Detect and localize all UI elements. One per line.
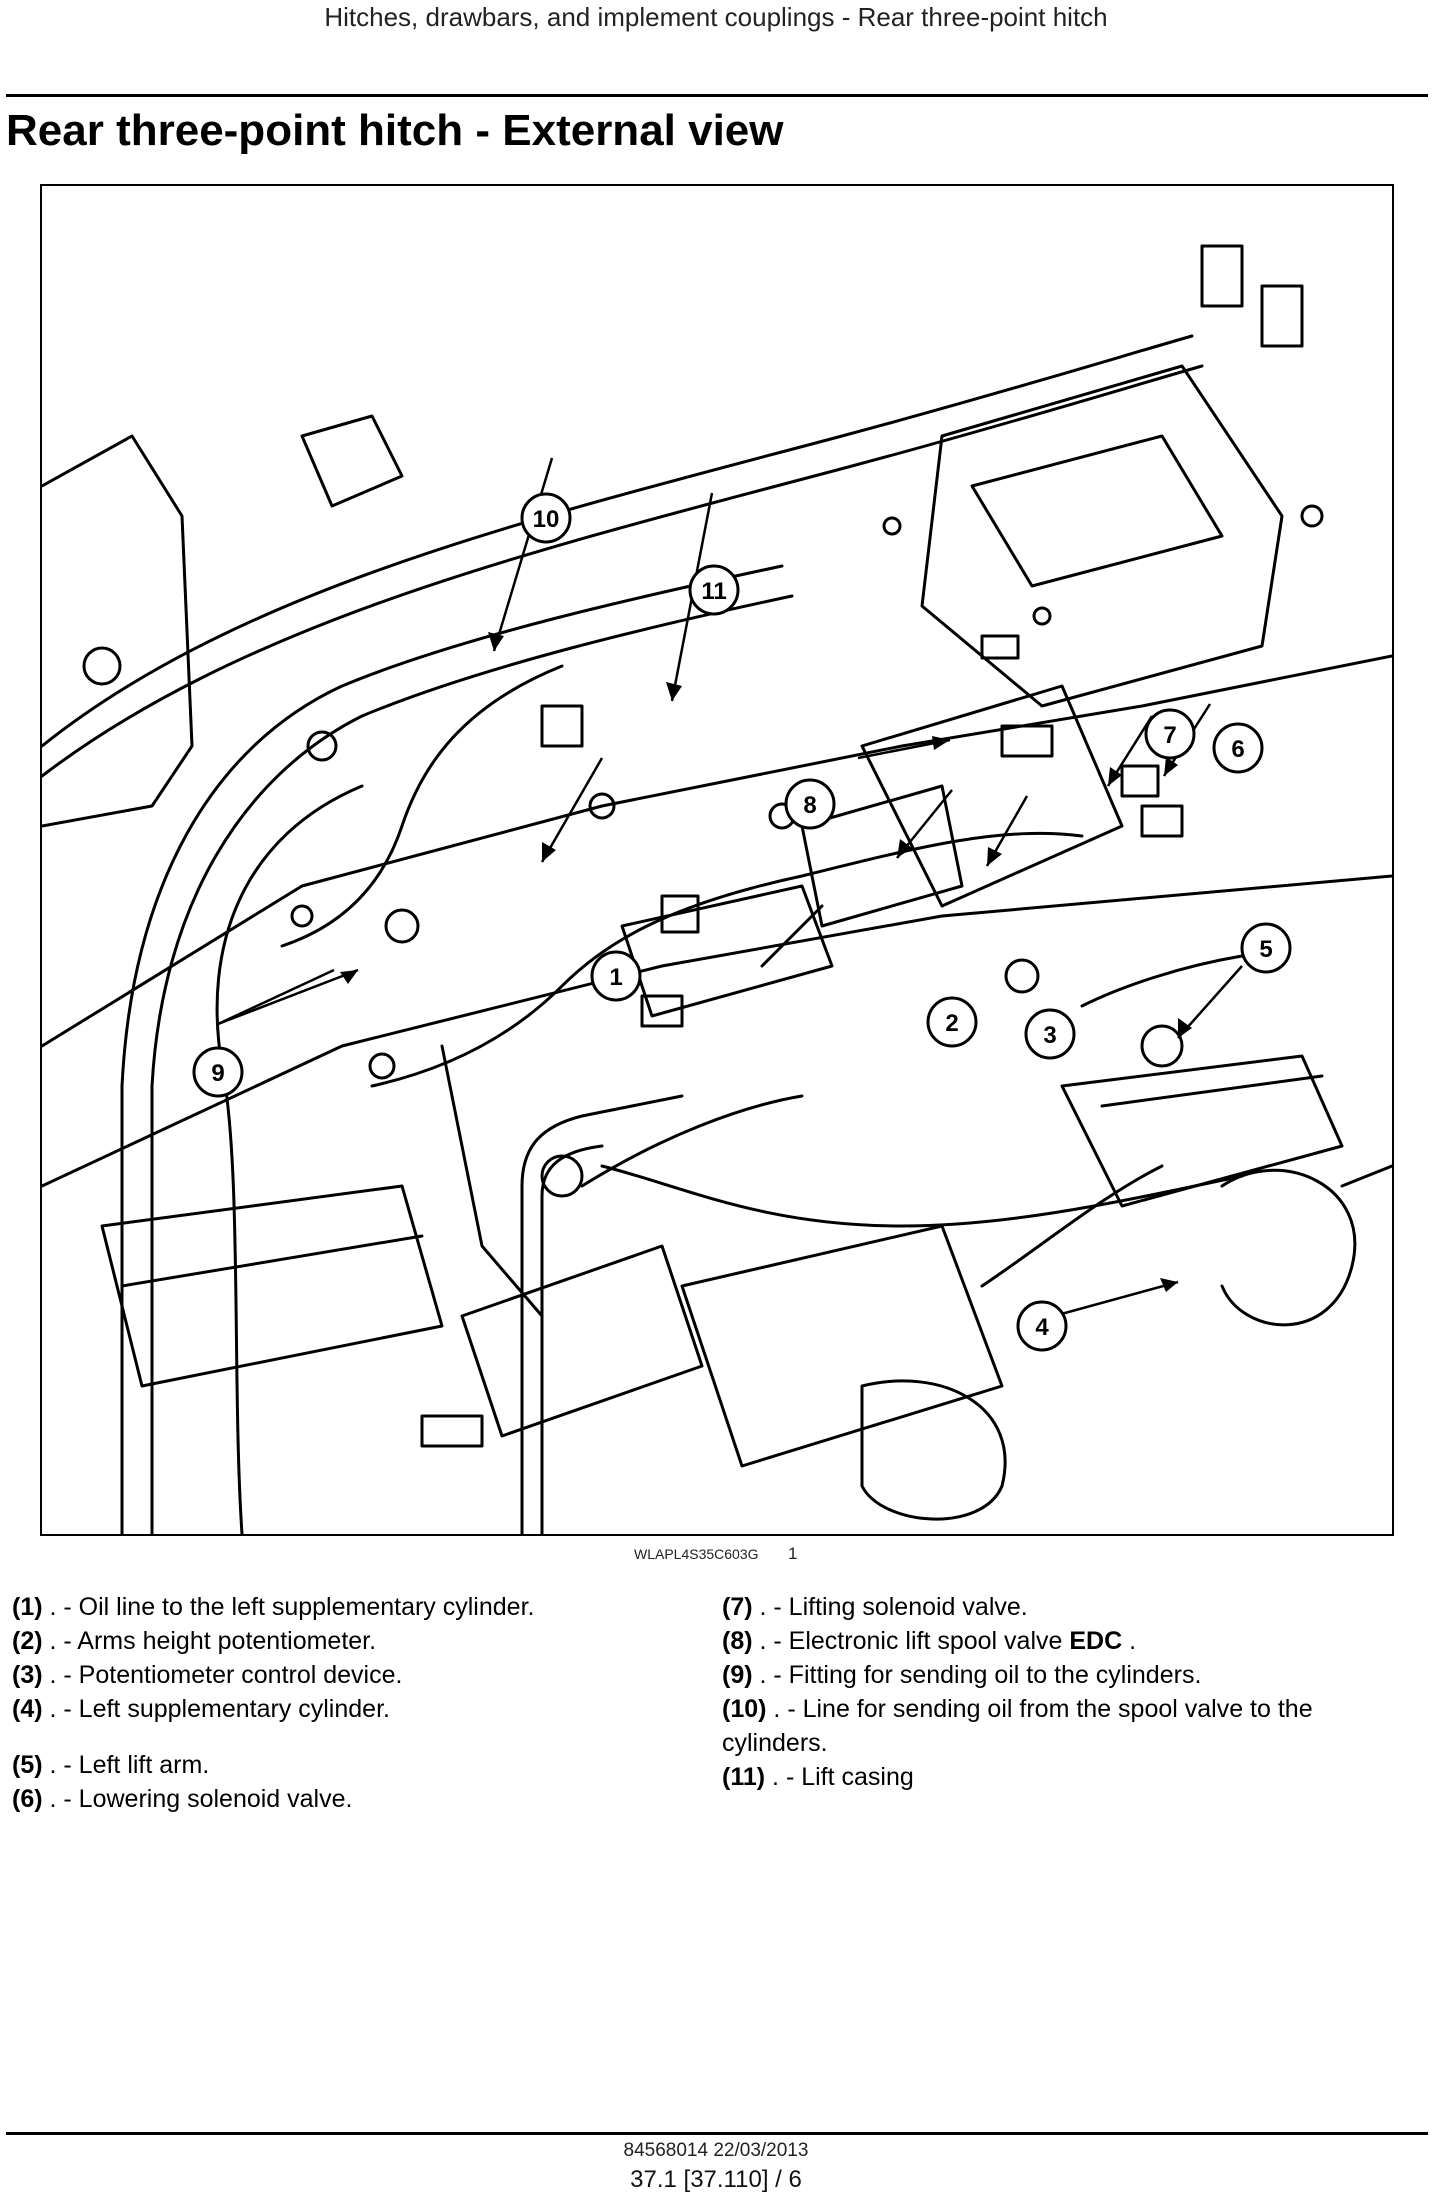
callout-11-label: 11 [701, 578, 726, 605]
legend-spacer [12, 1726, 702, 1748]
callout-7-circle [1144, 708, 1196, 760]
callout-2-label: 2 [945, 1010, 958, 1037]
legend-item-4: (4) . - Left supplementary cylinder. [12, 1695, 390, 1723]
callout-1-circle [590, 950, 642, 1002]
legend-left-column: (1) . - Oil line to the left supplementa… [12, 1590, 702, 1816]
footer-page-reference: 37.1 [37.110] / 6 [630, 2166, 802, 2193]
figure-code: WLAPL4S35C603G [634, 1546, 759, 1562]
callout-8-circle [784, 778, 836, 830]
page-title: Rear three-point hitch - External view [6, 106, 784, 155]
legend-item-10: (10) . - Line for sending oil from the s… [722, 1695, 1313, 1757]
legend-item-11: (11) . - Lift casing [722, 1763, 914, 1791]
technical-illustration: 10 11 8 7 6 5 1 2 3 9 4 [40, 184, 1394, 1536]
edc-abbreviation: EDC [1069, 1627, 1123, 1655]
footer-rule [6, 2132, 1428, 2135]
legend-item-7: (7) . - Lifting solenoid valve. [722, 1593, 1028, 1621]
callout-5-label: 5 [1259, 936, 1272, 963]
running-head: Hitches, drawbars, and implement couplin… [324, 2, 1108, 32]
callout-10-label: 10 [533, 506, 560, 533]
callout-5-circle [1240, 922, 1292, 974]
legend-item-6: (6) . - Lowering solenoid valve. [12, 1785, 353, 1813]
callout-9-label: 9 [211, 1060, 224, 1087]
callout-7-label: 7 [1163, 722, 1176, 749]
legend-right-column: (7) . - Lifting solenoid valve. (8) . - … [722, 1590, 1422, 1794]
callout-6-label: 6 [1231, 736, 1244, 763]
legend-item-3: (3) . - Potentiometer control device. [12, 1661, 403, 1689]
callout-1-label: 1 [609, 964, 622, 991]
legend-item-8: (8) . - Electronic lift spool valve EDC … [722, 1627, 1137, 1655]
legend-item-1: (1) . - Oil line to the left supplementa… [12, 1593, 535, 1621]
footer-document-id: 84568014 22/03/2013 [623, 2140, 809, 2161]
callout-4-label: 4 [1035, 1314, 1049, 1341]
header-rule [6, 94, 1428, 97]
callout-3-label: 3 [1043, 1022, 1056, 1049]
legend-item-2: (2) . - Arms height potentiometer. [12, 1627, 377, 1655]
callout-8-label: 8 [803, 792, 816, 819]
callout-11-circle [688, 564, 740, 616]
callout-3-circle [1024, 1008, 1076, 1060]
legend-item-9: (9) . - Fitting for sending oil to the c… [722, 1661, 1202, 1689]
callout-4-circle [1016, 1300, 1068, 1352]
legend-item-5: (5) . - Left lift arm. [12, 1751, 210, 1779]
callout-9-circle [192, 1046, 244, 1098]
figure-number: 1 [788, 1544, 798, 1563]
hitch-line-drawing: 10 11 8 7 6 5 1 2 3 9 4 [42, 244, 1392, 1534]
callout-10-circle [520, 492, 572, 544]
callout-2-circle [926, 996, 978, 1048]
callout-6-circle [1212, 722, 1264, 774]
